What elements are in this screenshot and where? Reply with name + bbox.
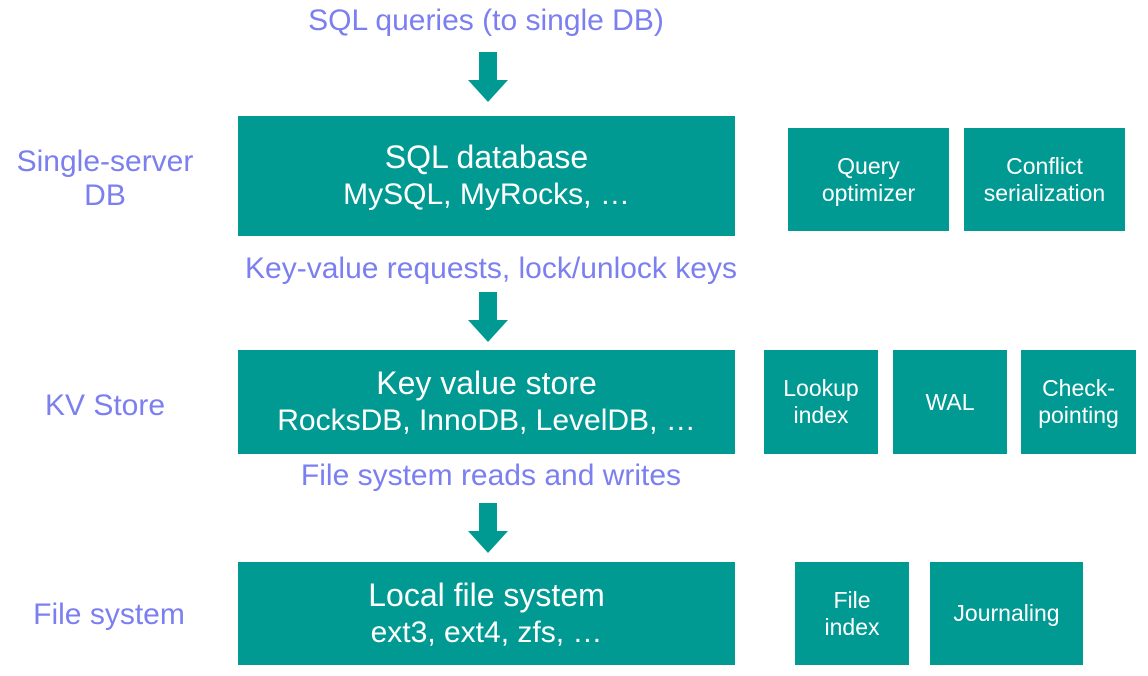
component-line2: optimizer (821, 179, 916, 206)
component-line1: Lookup (783, 375, 859, 401)
sql-database-box: SQL database MySQL, MyRocks, … (238, 116, 735, 236)
down-arrow-icon (468, 292, 508, 342)
component-line2: pointing (1038, 402, 1119, 428)
journaling-box: Journaling (930, 562, 1083, 665)
component-line2: index (824, 613, 880, 640)
box-examples: RocksDB, InnoDB, LevelDB, … (277, 404, 696, 437)
query-optimizer-box: Query optimizer (788, 128, 949, 231)
key-value-store-box: Key value store RocksDB, InnoDB, LevelDB… (238, 350, 735, 454)
down-arrow-icon (468, 503, 508, 553)
wal-box: WAL (893, 350, 1007, 454)
box-title: Key value store (376, 365, 597, 401)
box-examples: ext3, ext4, zfs, … (370, 615, 603, 649)
component-line1: WAL (925, 388, 975, 415)
down-arrow-icon (468, 52, 508, 102)
kv-requests-label: Key-value requests, lock/unlock keys (245, 252, 737, 285)
box-examples: MySQL, MyRocks, … (343, 178, 630, 211)
layer-label-line1: Single-server (16, 145, 194, 178)
component-line1: Conflict (1006, 152, 1083, 179)
local-file-system-box: Local file system ext3, ext4, zfs, … (238, 562, 735, 665)
layer-label-kv-store: KV Store (44, 389, 166, 422)
lookup-index-box: Lookup index (764, 350, 878, 454)
file-index-box: File index (795, 562, 909, 665)
box-title: Local file system (368, 576, 605, 613)
component-line2: serialization (983, 179, 1106, 206)
layer-label-line2: DB (84, 179, 126, 212)
component-line1: File (833, 586, 871, 613)
sql-queries-label: SQL queries (to single DB) (308, 4, 664, 37)
component-line2: index (793, 402, 849, 428)
component-line1: Check- (1042, 375, 1115, 401)
checkpointing-box: Check- pointing (1021, 350, 1136, 454)
component-line1: Query (837, 152, 900, 179)
fs-requests-label: File system reads and writes (300, 459, 682, 492)
box-title: SQL database (384, 139, 589, 175)
component-line1: Journaling (953, 600, 1060, 626)
layer-label-file-system: File system (33, 598, 185, 631)
conflict-serialization-box: Conflict serialization (964, 128, 1125, 231)
layer-label-single-server-db: Single-server DB (0, 145, 210, 213)
